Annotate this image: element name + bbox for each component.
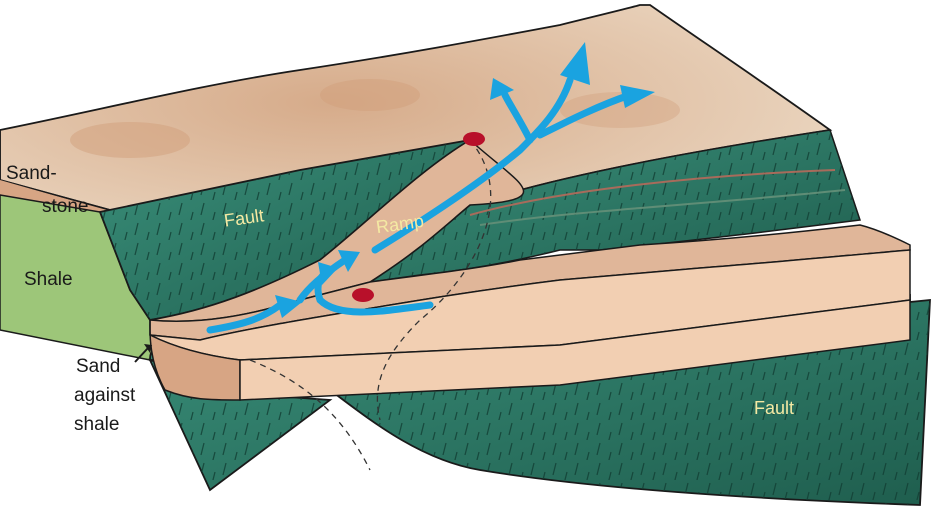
sandstone-label-1: Sand- <box>6 163 57 185</box>
sand-against-shale-label-1: Sand <box>76 356 120 378</box>
dot-icon <box>352 288 374 302</box>
shale-label: Shale <box>24 269 73 291</box>
dot-icon <box>463 132 485 146</box>
sandstone-label-2: stone <box>42 196 88 218</box>
sand-against-shale-label-3: shale <box>74 414 119 436</box>
fault-label-lower: Fault <box>754 398 794 419</box>
sand-against-shale-label-2: against <box>74 385 135 407</box>
